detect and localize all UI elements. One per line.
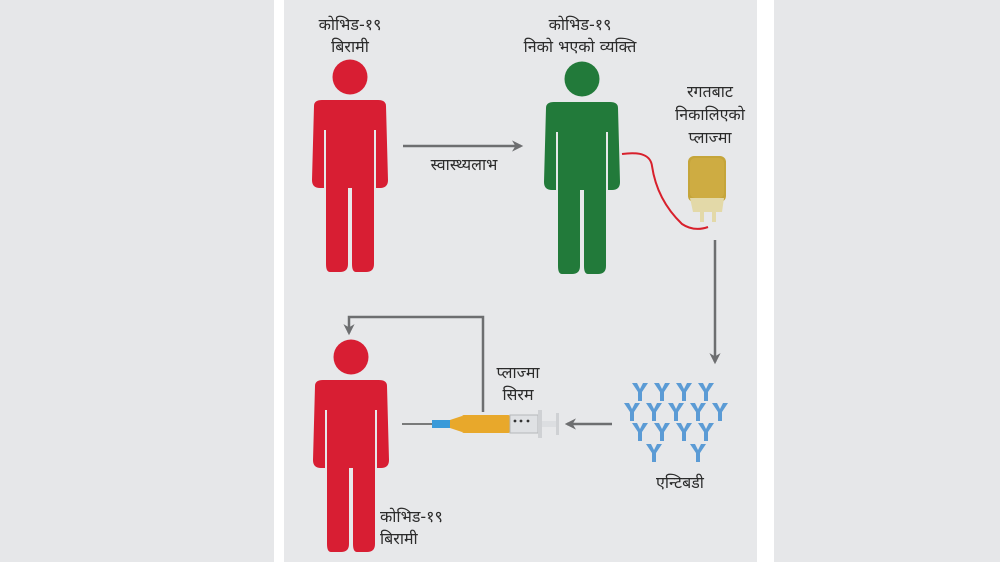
right-divider-strip xyxy=(757,0,774,562)
recovery-arrow-label: स्वास्थ्यलाभ xyxy=(430,155,498,174)
patient-figure-bottom xyxy=(313,339,389,552)
syringe-to-patient-arrow xyxy=(343,315,485,412)
patient-bottom-label: कोभिड-१९ बिरामी xyxy=(380,507,443,548)
antibodies-label: एन्टिबडी xyxy=(656,473,704,492)
plasma-bag-icon xyxy=(688,156,726,222)
antibodies-icon xyxy=(624,383,728,462)
recovered-label: कोभिड-१९ निको भएको व्यक्ति xyxy=(523,15,637,56)
patient-figure-top xyxy=(312,59,388,272)
left-divider-strip xyxy=(274,0,284,562)
patient-top-label: कोभिड-१९ बिरामी xyxy=(318,15,382,56)
plasma-bag-label: रगतबाट निकालिएको प्लाज्मा xyxy=(675,82,745,147)
recovered-figure xyxy=(544,61,620,274)
left-side-panel xyxy=(0,0,274,562)
right-side-panel xyxy=(774,0,1000,562)
syringe-label: प्लाज्मा सिरम xyxy=(496,363,540,404)
blood-line xyxy=(621,152,709,230)
syringe-icon xyxy=(402,410,559,438)
